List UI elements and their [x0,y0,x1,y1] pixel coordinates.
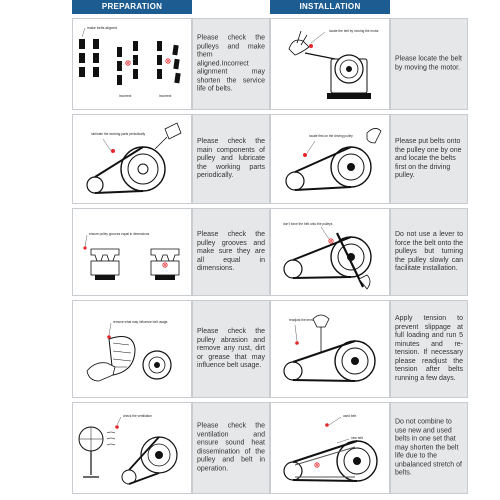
prep-illustration-abrasion: remove what may influence belt usage. [72,300,192,398]
inst-label: locate the belt by moving the motor. [329,29,380,33]
inst-illustration-tension: readjust the tension [270,300,390,398]
prep-text: Please check the pulley abrasion and rem… [197,327,265,369]
inst-text: Do not combine to use new and used belts… [395,418,462,477]
prep-text-cell: Please check the pulley grooves and make… [192,208,270,296]
inst-label-used-belt: used belt [343,414,356,418]
inst-illustration-mixed-belts: used belt new belt [270,402,390,494]
header-preparation: PREPARATION [72,0,192,14]
prep-text: Please check the ventilation and ensure … [197,422,265,473]
prep-illustration-alignment: make belts aligned Incor [72,18,192,110]
inst-label-new-belt: new belt [351,436,363,440]
prep-label: ensure pulley grooves equal in dimension… [89,232,150,236]
inst-text: Do not use a lever to force the belt ont… [395,230,463,272]
prep-text: Please check the pulleys and make them a… [197,34,265,93]
inst-text-cell: Do not combine to use new and used belts… [390,402,468,494]
inst-illustration-locate-motor: locate the belt by moving the motor. [270,18,390,110]
prep-illustration-lubricate: lubricate the working parts periodically [72,114,192,204]
inst-text: Please put belts onto the pulley one by … [395,137,462,179]
prep-text-cell: Please check the ventilation and ensure … [192,402,270,494]
inst-text: Please locate the belt by moving the mot… [395,55,462,72]
prep-label: lubricate the working parts periodically [91,132,145,136]
inst-text-cell: Do not use a lever to force the belt ont… [390,208,468,296]
prep-label-incorrect-1: Incorrect [119,94,132,98]
inst-label: locate first on the driving pulley [309,134,353,138]
inst-illustration-no-lever: don't force the belt onto the pulleys [270,208,390,296]
prep-label: make belts aligned [87,26,117,30]
inst-text: Apply tension to prevent slippage at ful… [395,315,463,382]
header-installation: INSTALLATION [270,0,390,14]
inst-illustration-driving-pulley: locate first on the driving pulley [270,114,390,204]
inst-text-cell: Apply tension to prevent slippage at ful… [390,300,468,398]
prep-text: Please check the pulley grooves and make… [197,230,265,272]
inst-label: don't force the belt onto the pulleys [283,222,333,226]
prep-illustration-ventilation: check the ventilation [72,402,192,494]
inst-text-cell: Please put belts onto the pulley one by … [390,114,468,204]
prep-text-cell: Please check the pulleys and make them a… [192,18,270,110]
prep-illustration-grooves: ensure pulley grooves equal in dimension… [72,208,192,296]
prep-label-incorrect-2: Incorrect [159,94,172,98]
prep-text-cell: Please check the main components of pull… [192,114,270,204]
prep-label: check the ventilation [123,414,152,418]
inst-text-cell: Please locate the belt by moving the mot… [390,18,468,110]
inst-label: readjust the tension [289,318,317,322]
prep-text: Please check the main components of pull… [197,137,265,179]
prep-text-cell: Please check the pulley abrasion and rem… [192,300,270,398]
prep-label: remove what may influence belt usage. [113,320,168,324]
